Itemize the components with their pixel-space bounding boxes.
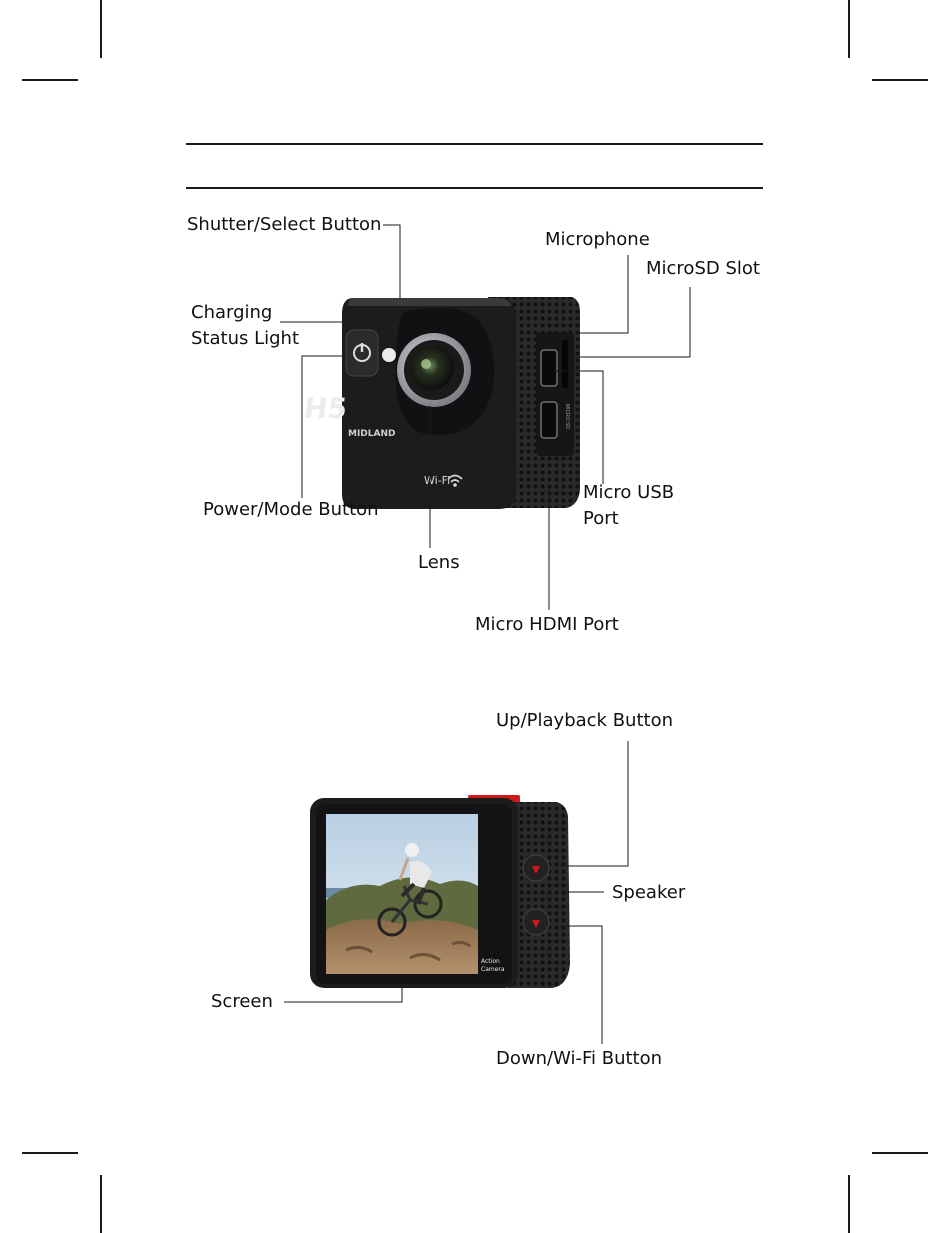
charging-status-light-shape bbox=[382, 348, 396, 362]
microsd-slot-opening bbox=[562, 340, 568, 388]
wifi-text: Wi-Fi bbox=[424, 474, 450, 487]
label-up-playback-button: Up/Playback Button bbox=[496, 708, 673, 734]
label-speaker: Speaker bbox=[612, 880, 685, 906]
label-charging-status-light-line2: Status Light bbox=[191, 326, 299, 352]
camera-model-text: H5 bbox=[302, 392, 348, 425]
label-micro-hdmi-port: Micro HDMI Port bbox=[475, 612, 619, 638]
leader-power-mode-button bbox=[302, 356, 346, 498]
label-shutter-select-button: Shutter/Select Button bbox=[187, 212, 381, 238]
label-down-wifi-button: Down/Wi-Fi Button bbox=[496, 1046, 662, 1072]
label-screen: Screen bbox=[211, 989, 273, 1015]
label-power-mode-button: Power/Mode Button bbox=[203, 497, 379, 523]
power-mode-button-shape bbox=[346, 330, 378, 376]
label-microsd-slot: MicroSD Slot bbox=[646, 256, 760, 282]
micro-hdmi-port-opening bbox=[541, 350, 557, 386]
label-microphone: Microphone bbox=[545, 227, 650, 253]
micro-usb-port-opening bbox=[541, 402, 557, 438]
leader-microphone bbox=[576, 255, 628, 333]
leader-microsd-slot bbox=[570, 287, 690, 357]
screen-caption-line2: Camera bbox=[481, 966, 505, 973]
label-micro-usb-port-line2: Port bbox=[583, 506, 619, 532]
leader-up-playback-button bbox=[560, 741, 628, 866]
front-camera: MICRO SD H5 MIDLAND Wi-Fi bbox=[302, 297, 580, 509]
label-micro-usb-port-line1: Micro USB bbox=[583, 480, 674, 506]
screen-caption-line1: Action bbox=[481, 958, 500, 965]
lens-glass bbox=[410, 346, 454, 390]
leader-shutter-select-button bbox=[383, 225, 400, 299]
side-port-text: MICRO SD bbox=[564, 404, 570, 429]
camera-brand-text: MIDLAND bbox=[348, 429, 395, 439]
label-charging-status-light-line1: Charging bbox=[191, 300, 272, 326]
label-lens: Lens bbox=[418, 550, 460, 576]
back-camera: Action Camera bbox=[310, 795, 570, 988]
